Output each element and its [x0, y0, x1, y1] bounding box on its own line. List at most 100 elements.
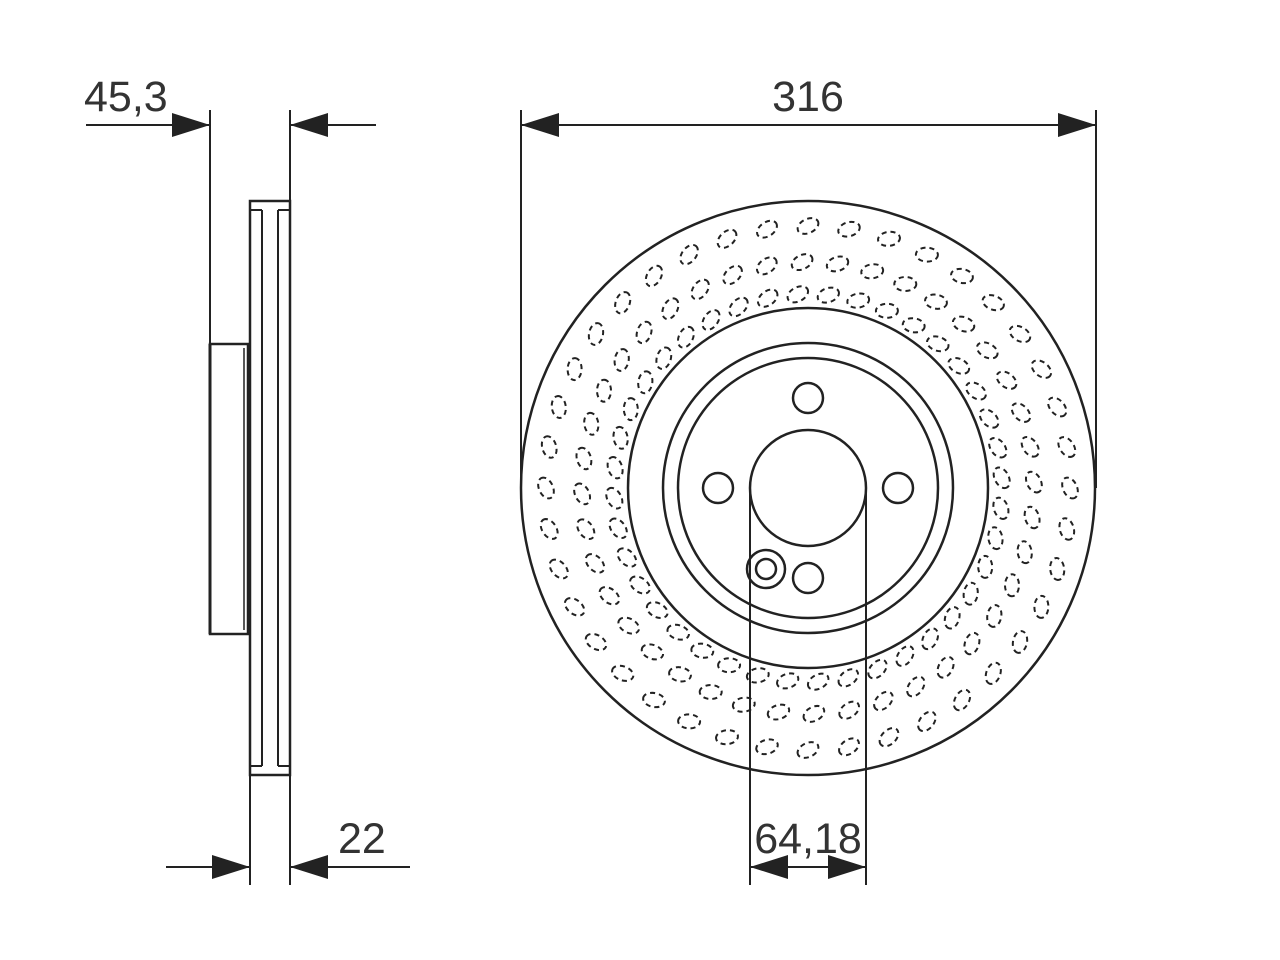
- drill-hole: [1024, 470, 1043, 494]
- drill-hole: [612, 425, 629, 450]
- side-view: [86, 110, 410, 885]
- drill-hole: [1058, 517, 1076, 541]
- drill-hole: [583, 411, 600, 436]
- drill-hole: [766, 703, 791, 721]
- drill-hole: [756, 288, 779, 308]
- drill-hole: [616, 547, 638, 568]
- drill-hole: [690, 278, 710, 301]
- drill-hole: [666, 623, 690, 641]
- drill-hole-pattern: [537, 217, 1079, 759]
- drill-hole: [878, 727, 900, 748]
- drill-hole: [676, 325, 695, 349]
- drill-hole: [1057, 436, 1077, 458]
- drill-hole: [901, 317, 926, 334]
- drill-hole: [1020, 435, 1040, 458]
- outer-diameter-label: 316: [772, 73, 844, 121]
- drill-hole: [576, 518, 596, 541]
- disc-outer-edge: [519, 199, 1097, 777]
- drill-hole: [867, 658, 888, 680]
- drill-hole: [614, 291, 632, 315]
- drill-hole: [988, 436, 1008, 459]
- bolt-hole: [791, 561, 825, 595]
- drill-hole: [745, 667, 770, 684]
- drill-hole: [668, 666, 692, 683]
- drill-hole: [690, 642, 715, 659]
- drill-hole: [1010, 402, 1032, 423]
- drill-hole: [539, 518, 559, 540]
- drill-hole: [1047, 396, 1068, 418]
- drill-hole: [984, 661, 1002, 685]
- drill-hole: [837, 668, 860, 688]
- drill-hole: [716, 228, 738, 249]
- drill-hole: [1016, 540, 1033, 565]
- drill-hole: [1033, 594, 1050, 619]
- drill-hole: [796, 741, 820, 759]
- side-view-hat: [208, 342, 250, 636]
- drill-hole: [963, 631, 981, 656]
- drill-hole: [943, 606, 961, 630]
- bolt-hole: [881, 471, 915, 505]
- bolt-hole: [701, 471, 735, 505]
- drill-hole: [622, 397, 639, 422]
- drill-hole: [573, 482, 592, 506]
- drill-hole: [860, 263, 885, 280]
- drill-hole: [914, 246, 939, 263]
- drill-hole: [635, 320, 653, 345]
- bolt-hole: [791, 381, 825, 415]
- drill-hole: [906, 675, 926, 698]
- drill-hole: [1011, 630, 1029, 654]
- drill-hole: [917, 710, 937, 733]
- drill-hole: [790, 253, 814, 272]
- drill-hole: [986, 604, 1003, 628]
- drill-hole: [595, 378, 613, 403]
- drill-hole: [587, 322, 605, 346]
- drill-hole: [575, 446, 593, 471]
- friction-ring-inner-edge: [626, 306, 990, 670]
- drill-hole: [965, 381, 987, 401]
- drill-hole: [976, 341, 999, 360]
- drill-hole: [838, 737, 860, 757]
- drill-hole: [873, 690, 894, 712]
- center-bore: [748, 428, 868, 548]
- drill-hole: [951, 315, 976, 333]
- drill-hole: [550, 395, 567, 419]
- side-view-disc: [248, 199, 292, 777]
- drill-hole: [637, 370, 654, 395]
- drill-hole: [548, 558, 569, 580]
- drill-hole: [722, 264, 743, 286]
- drill-hole: [825, 255, 850, 273]
- drill-hole: [731, 696, 756, 713]
- drill-hole: [1049, 557, 1066, 581]
- drill-hole: [598, 586, 621, 606]
- drill-hole: [936, 656, 955, 679]
- drill-hole: [816, 286, 840, 304]
- locating-screw-hole-inner: [754, 557, 778, 581]
- drill-hole: [926, 335, 950, 353]
- hat-height-label: 45,3: [84, 73, 168, 121]
- drill-hole: [645, 601, 669, 620]
- drill-hole: [838, 700, 861, 720]
- drill-hole: [921, 627, 940, 651]
- drill-hole: [987, 526, 1004, 551]
- drill-hole: [629, 575, 651, 595]
- center-bore-label: 64,18: [754, 815, 862, 863]
- front-view: [519, 110, 1097, 885]
- drill-hole: [677, 713, 702, 730]
- drill-hole: [755, 256, 778, 276]
- drill-hole: [1061, 476, 1079, 500]
- drill-hole: [566, 357, 583, 382]
- drill-hole: [995, 370, 1018, 390]
- drill-hole: [846, 292, 871, 309]
- drill-hole: [608, 517, 628, 540]
- drill-hole: [540, 435, 558, 459]
- drill-hole: [606, 456, 624, 480]
- drill-hole: [584, 553, 606, 574]
- drill-hole: [717, 657, 742, 674]
- drill-hole: [701, 309, 721, 331]
- locating-screw-hole-outer: [745, 548, 787, 590]
- drill-hole: [992, 466, 1011, 490]
- drill-hole: [642, 691, 666, 709]
- hat-face: [676, 356, 940, 620]
- drill-hole: [893, 275, 918, 293]
